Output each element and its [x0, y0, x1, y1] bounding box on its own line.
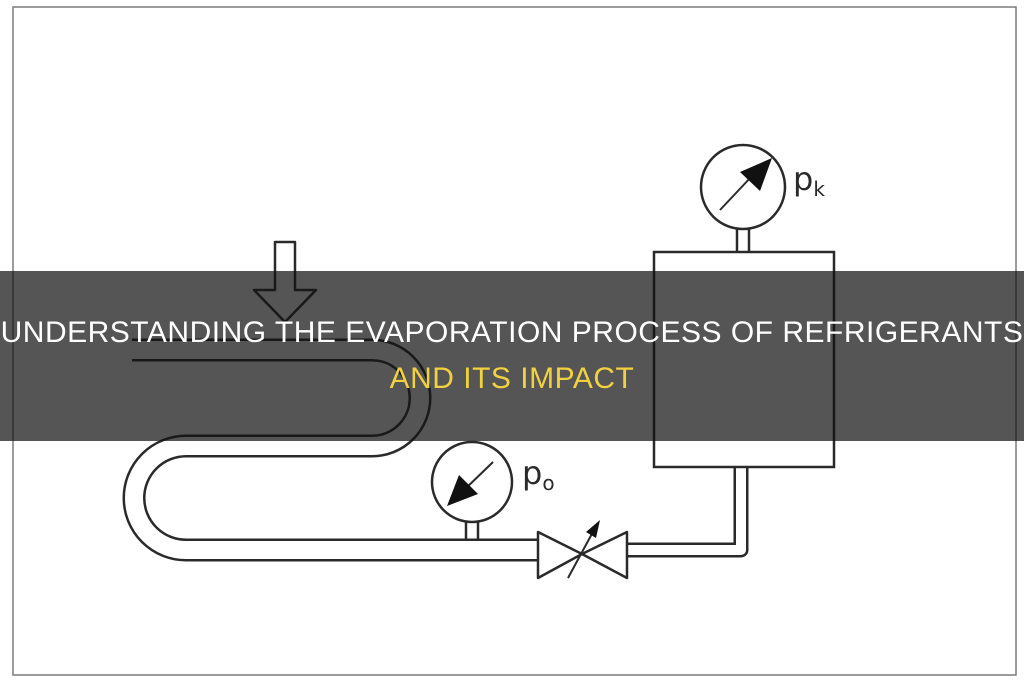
- evaporator-pressure-label: po: [522, 454, 555, 495]
- condenser-pressure-gauge-icon: [699, 143, 787, 231]
- article-title-line-2: AND ITS IMPACT: [389, 362, 635, 395]
- expansion-valve-icon: [536, 520, 629, 580]
- liquid-line: [627, 467, 749, 558]
- evaporator-pressure-gauge-icon: [430, 440, 514, 524]
- condenser-pressure-label: pk: [793, 160, 825, 201]
- article-title-line-1: UNDERSTANDING THE EVAPORATION PROCESS OF…: [0, 316, 1024, 349]
- title-banner: UNDERSTANDING THE EVAPORATION PROCESS OF…: [0, 271, 1024, 441]
